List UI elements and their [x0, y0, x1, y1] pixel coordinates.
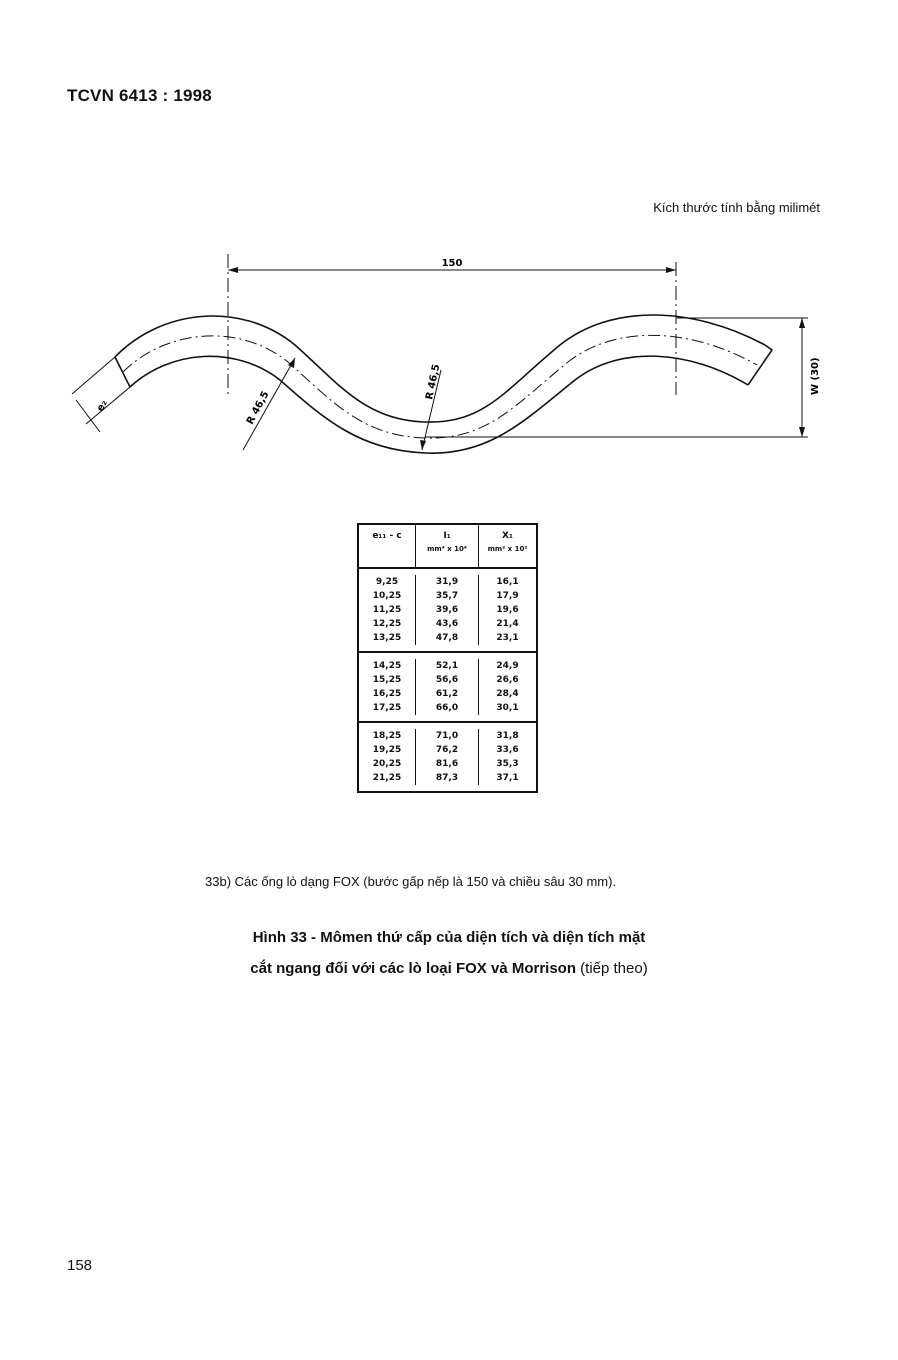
table-cell: 30,1 [496, 703, 519, 713]
document-header: TCVN 6413 : 1998 [67, 86, 212, 105]
table-cell: 23,1 [496, 633, 519, 643]
table-cell: 17,25 [372, 703, 402, 713]
figure-title-line-2: cắt ngang đối với các lò loại FOX và Mor… [0, 960, 898, 977]
header-col-2: I₁ [443, 531, 451, 541]
table-cell: 26,6 [496, 675, 519, 685]
table-cell: 11,25 [372, 605, 402, 615]
header-col-1: e₁₁ - c [372, 531, 402, 541]
table-cell: 39,6 [435, 605, 459, 615]
table-cell: 37,1 [496, 773, 519, 783]
table-cell: 21,4 [496, 619, 519, 629]
table-cell: 10,25 [372, 591, 402, 601]
table-cell: 56,6 [435, 675, 459, 685]
figure-title-line-1: Hình 33 - Mômen thứ cấp của diện tích và… [252, 929, 646, 946]
fox-corrugation-drawing: 150 R 46,5 R 46,5 W (30) e₂ [71, 254, 821, 454]
table-row-group: 9,25 10,25 11,25 12,25 13,25 31,9 35,7 39,6 43,6… [359, 569, 536, 653]
table-cell: 12,25 [372, 619, 402, 629]
table-header-row: e₁₁ - c I₁ mm⁴ x 10⁴ X₁ mm² x 10² [359, 525, 536, 569]
table-cell: 71,0 [435, 731, 459, 741]
table-cell: 16,1 [496, 577, 519, 587]
figure-subcaption: 33b) Các ống lò dạng FOX (bước gấp nếp l… [205, 874, 617, 889]
table-cell: 33,6 [496, 745, 519, 755]
table-cell: 66,0 [435, 703, 459, 713]
radius-label-mid: R 46,5 [424, 363, 442, 400]
centre-line [122, 334, 758, 439]
table-cell: 61,2 [435, 689, 459, 699]
table-cell: 19,6 [496, 605, 519, 615]
table-cell: 31,9 [435, 577, 459, 587]
header-col-2-unit: mm⁴ x 10⁴ [427, 545, 467, 553]
table-cell: 43,6 [435, 619, 459, 629]
pitch-dimension-label: 150 [442, 258, 463, 269]
table-body: 9,25 10,25 11,25 12,25 13,25 31,9 35,7 39,6 43,6… [359, 569, 536, 791]
table-cell: 20,25 [372, 759, 402, 769]
table-cell: 16,25 [372, 689, 402, 699]
figure-title-line-2-normal: (tiếp theo) [576, 960, 648, 977]
page-number: 158 [67, 1257, 93, 1274]
table-cell: 21,25 [372, 773, 402, 783]
table-cell: 13,25 [372, 633, 402, 643]
table-cell: 15,25 [372, 675, 402, 685]
table-cell: 52,1 [435, 661, 459, 671]
table-cell: 35,7 [435, 591, 459, 601]
thickness-label: e₂ [95, 398, 110, 413]
table-cell: 87,3 [435, 773, 459, 783]
inner-contour [129, 355, 749, 454]
header-col-3-unit: mm² x 10² [487, 545, 528, 553]
radius-label-left: R 46,5 [245, 390, 272, 427]
units-note: Kích thước tính bằng milimét [653, 200, 820, 215]
table-row-group: 14,25 15,25 16,25 17,25 52,1 56,6 61,2 66,0 24,9… [359, 653, 536, 723]
table-cell: 17,9 [496, 591, 519, 601]
outer-contour [114, 314, 766, 423]
table-cell: 14,25 [372, 661, 402, 671]
table-row-group: 18,25 19,25 20,25 21,25 71,0 76,2 81,6 87,3 31,8… [359, 723, 536, 791]
table-cell: 81,6 [435, 759, 459, 769]
table-cell: 47,8 [435, 633, 459, 643]
table-cell: 19,25 [372, 745, 402, 755]
table-cell: 9,25 [375, 577, 399, 587]
table-cell: 31,8 [496, 731, 519, 741]
header-col-3: X₁ [502, 531, 513, 541]
figure-title-line-2-bold: cắt ngang đối với các lò loại FOX và Mor… [250, 960, 576, 977]
table-cell: 35,3 [496, 759, 519, 769]
table-cell: 18,25 [372, 731, 402, 741]
depth-dimension-label: W (30) [810, 357, 821, 395]
data-table: e₁₁ - c I₁ mm⁴ x 10⁴ X₁ mm² x 10² 9,25 10,2… [357, 523, 538, 793]
table-cell: 28,4 [496, 689, 519, 699]
table-cell: 24,9 [496, 661, 519, 671]
table-cell: 76,2 [435, 745, 459, 755]
